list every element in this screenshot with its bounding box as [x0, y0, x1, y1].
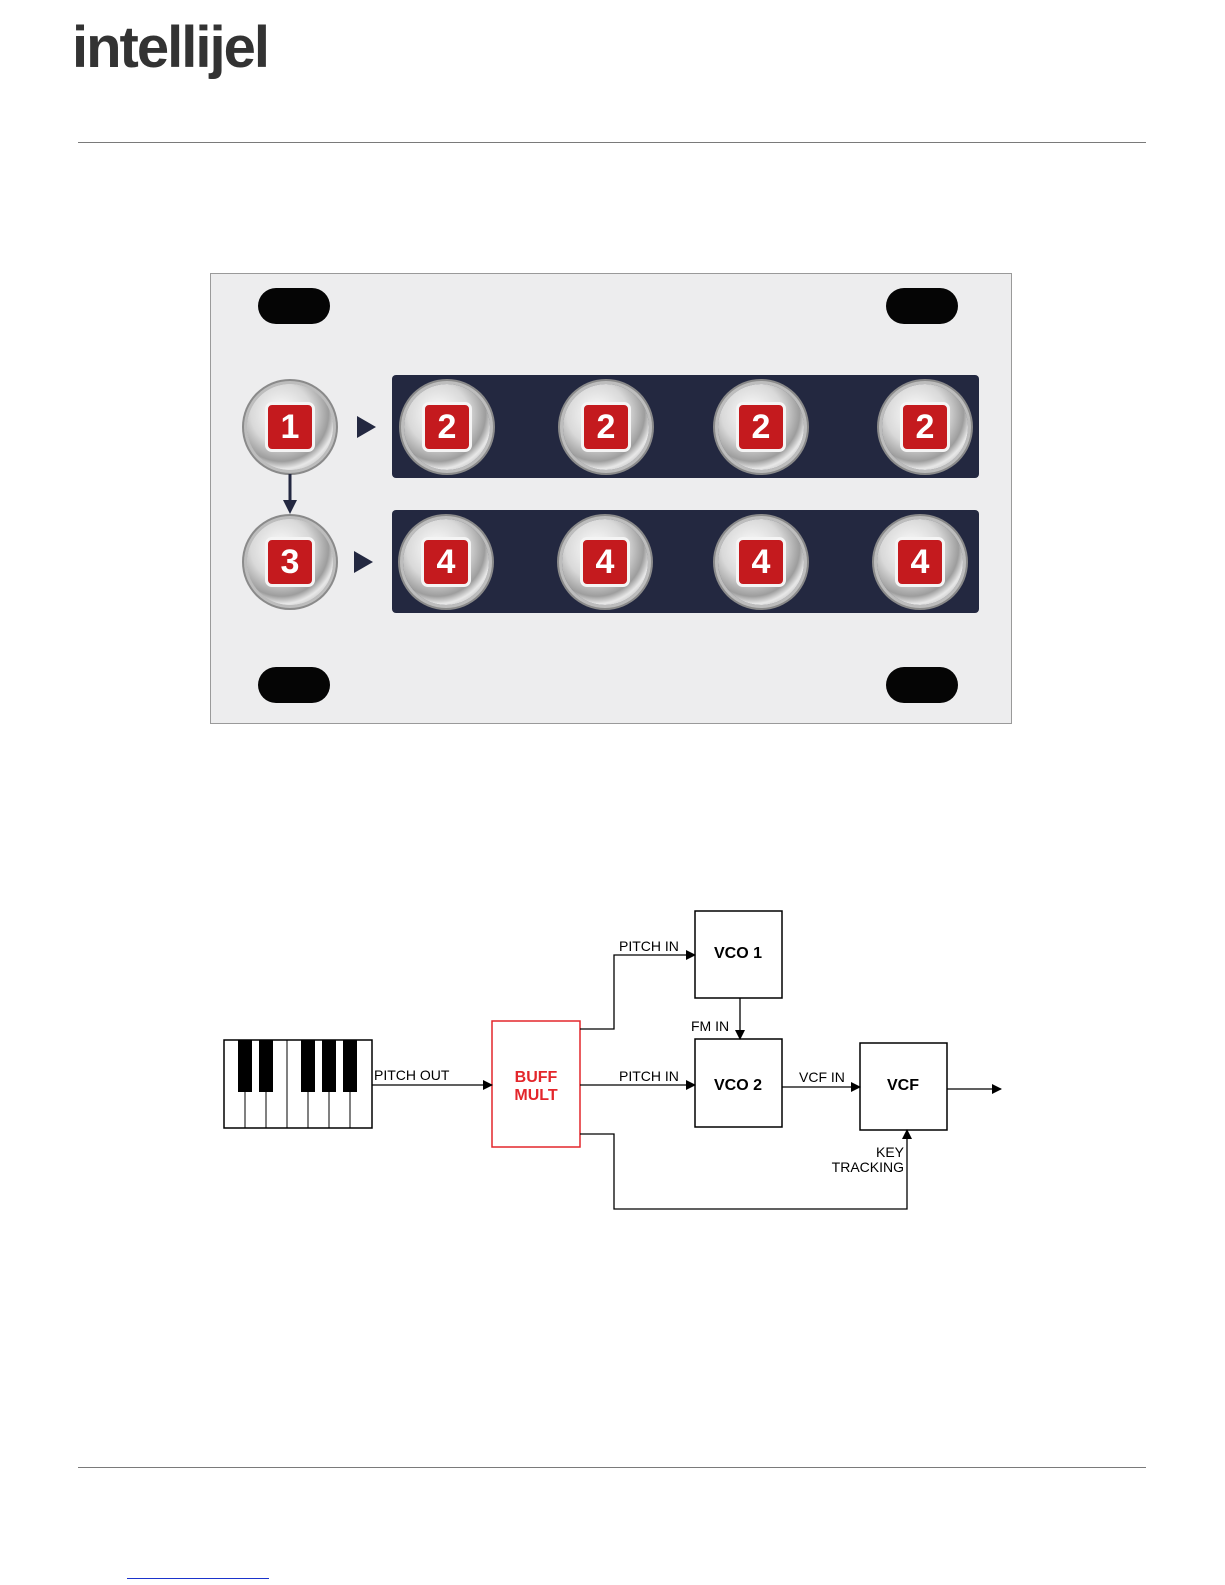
footer-divider: [78, 1467, 1146, 1468]
buff-mult-label-line1: BUFF: [515, 1069, 558, 1086]
block-vco1: VCO 1: [695, 911, 782, 998]
key-tracking-label-line2: TRACKING: [832, 1159, 904, 1175]
block-vcf: VCF: [860, 1043, 947, 1130]
keyboard-icon: [224, 1040, 372, 1128]
vco2-pitch-in-label: PITCH IN: [619, 1068, 679, 1084]
buff-mult-label-line2: MULT: [514, 1087, 557, 1104]
vco2-label: VCO 2: [714, 1077, 762, 1094]
vcf-in-label: VCF IN: [799, 1069, 845, 1085]
block-buff-mult: BUFF MULT: [492, 1021, 580, 1147]
footer-link-underline[interactable]: [127, 1578, 269, 1579]
key-tracking-label-line1: KEY: [876, 1144, 905, 1160]
vco1-pitch-in-label: PITCH IN: [619, 938, 679, 954]
block-vco2: VCO 2: [695, 1039, 782, 1127]
vcf-label: VCF: [887, 1077, 919, 1094]
pitch-out-label: PITCH OUT: [374, 1067, 450, 1083]
fm-in-label: FM IN: [691, 1018, 729, 1034]
vco1-label: VCO 1: [714, 945, 762, 962]
